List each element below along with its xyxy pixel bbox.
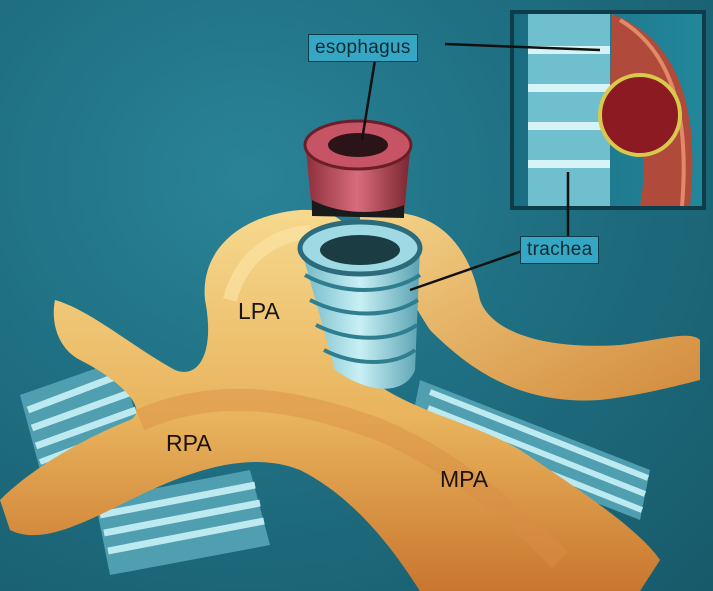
trachea-label: trachea xyxy=(520,236,599,264)
esophagus-label: esophagus xyxy=(308,34,418,62)
esophagus-segment xyxy=(305,121,411,218)
lpa-label: LPA xyxy=(238,298,280,325)
mpa-label: MPA xyxy=(440,466,488,493)
rpa-label: RPA xyxy=(166,430,212,457)
inset-cross-section xyxy=(512,12,704,208)
